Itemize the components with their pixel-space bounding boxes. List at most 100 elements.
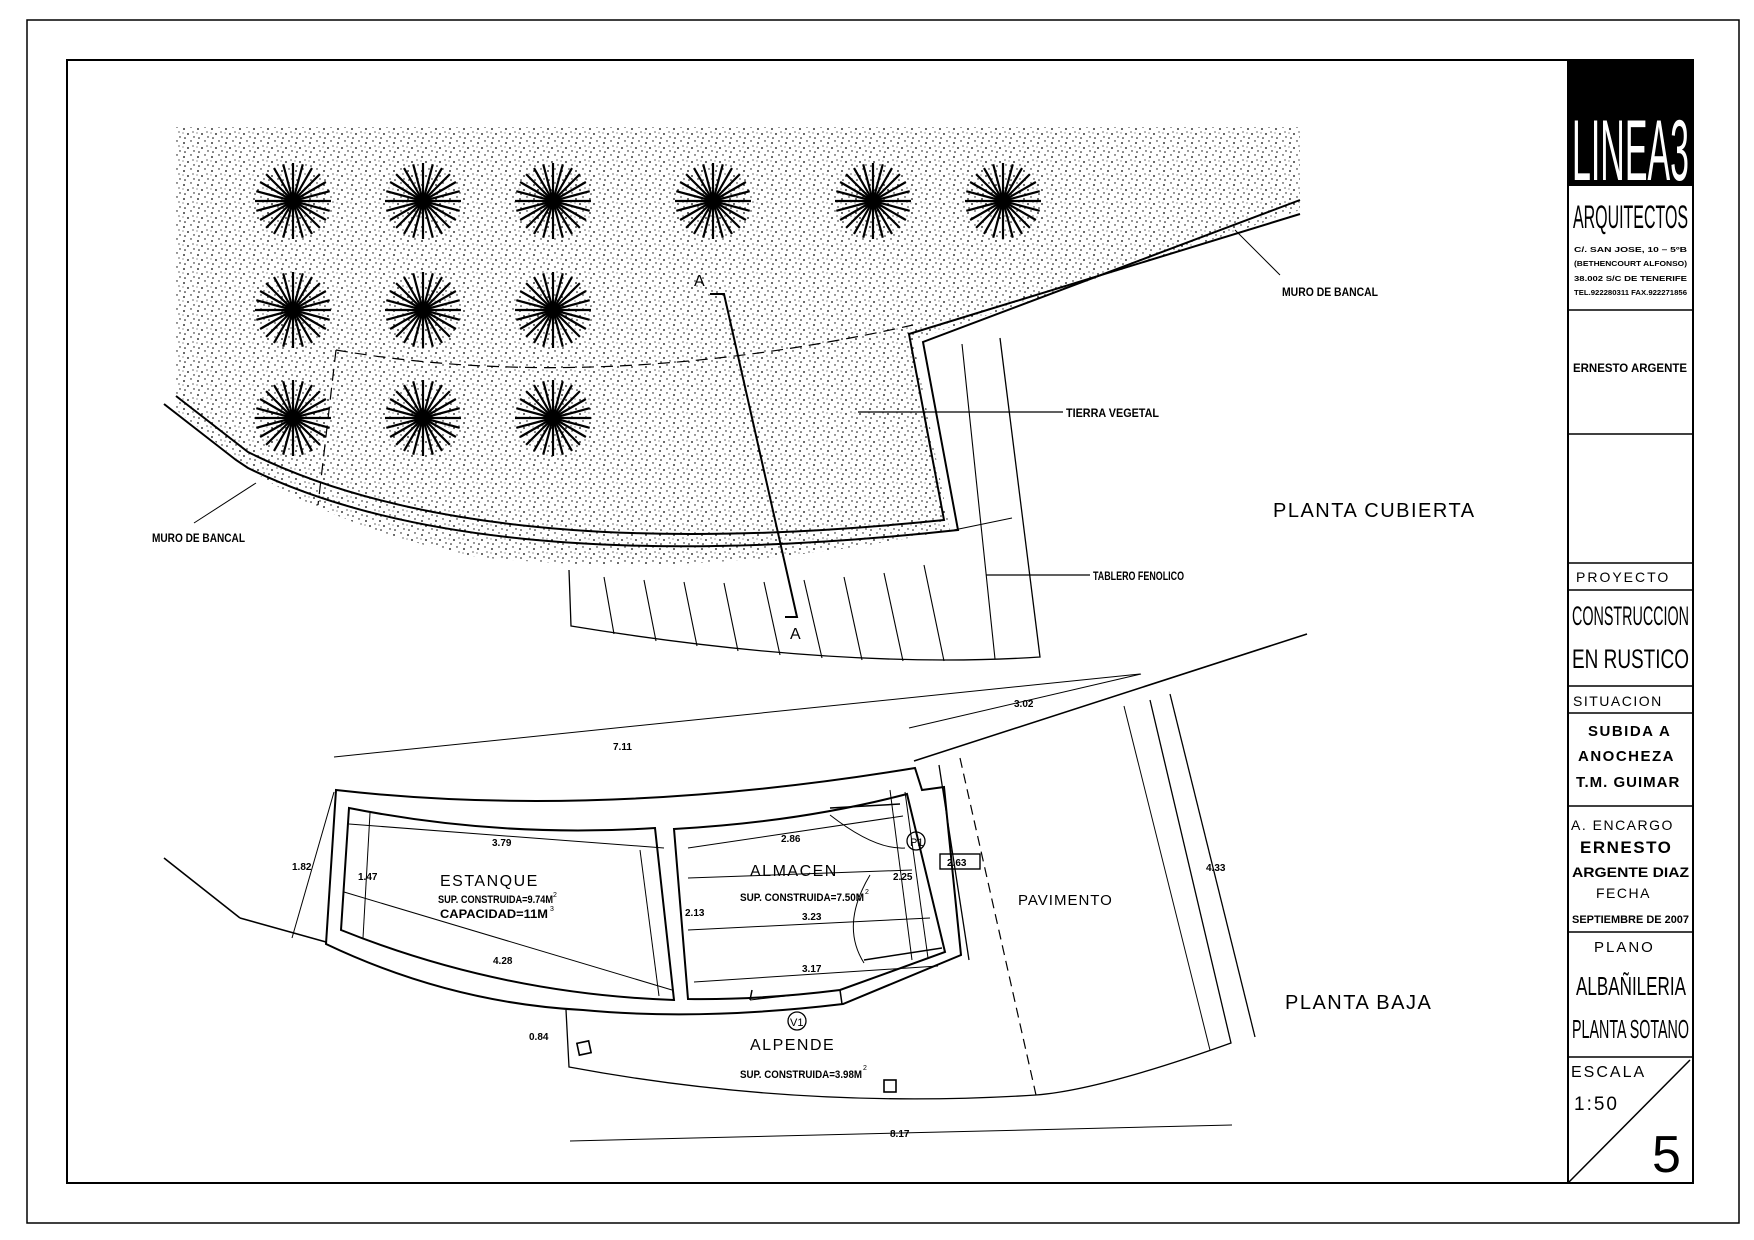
- palm-tree-icon: [515, 380, 591, 456]
- label-soil: TIERRA VEGETAL: [1066, 406, 1159, 420]
- estanque-name: ESTANQUE: [440, 873, 539, 890]
- dim-084: 0.84: [529, 1032, 549, 1043]
- section-label-top: A: [694, 273, 705, 290]
- architect-name: ERNESTO ARGENTE: [1573, 361, 1687, 375]
- outer-frame: [26, 19, 1740, 1224]
- dim-428: 4.28: [493, 956, 513, 967]
- palm-tree-icon: [385, 380, 461, 456]
- dim-317: 3.17: [802, 964, 822, 975]
- dim-box-263: [939, 853, 981, 870]
- sheet-number: 5: [1652, 1126, 1681, 1184]
- palm-tree-icon: [255, 272, 331, 348]
- almacen-area: SUP. CONSTRUIDA=7.50M: [740, 892, 864, 904]
- address-line-1: C/. SAN JOSE, 10 – 5ºB: [1574, 247, 1687, 254]
- ground-plan: [163, 633, 1308, 1142]
- dim-225: 2.25: [893, 872, 913, 883]
- dashed-line: [317, 349, 337, 506]
- window-tag-circle: [787, 1011, 807, 1031]
- estanque-inner: [339, 806, 676, 1002]
- roof-wall-outer: [163, 199, 1301, 548]
- address-line-2: (BETHENCOURT ALFONSO): [1574, 261, 1687, 268]
- palm-tree-icon: [515, 272, 591, 348]
- estanque-area: SUP. CONSTRUIDA=9.74M: [438, 894, 553, 906]
- leader-wall-left: [193, 482, 257, 524]
- palm-tree-icon: [965, 163, 1041, 239]
- dim-302: 3.02: [1014, 699, 1034, 710]
- title-block: LINEA3 ARQUITECTOS C/. SAN JOSE, 10 – 5º…: [1567, 59, 1694, 1184]
- roof-plan: A A MURO DE BANCAL MURO DE BANCAL TIERRA…: [152, 127, 1476, 662]
- encargo-label: A. ENCARGO: [1571, 817, 1674, 833]
- plano-line-2: PLANTA SOTANO: [1572, 1014, 1689, 1044]
- proyecto-line-1: CONSTRUCCION: [1572, 601, 1689, 631]
- svg-text:2: 2: [863, 1065, 867, 1072]
- leader-wall-right: [1234, 229, 1281, 276]
- escala-value: 1:50: [1574, 1094, 1619, 1115]
- escala-diagonal: [1567, 1059, 1691, 1184]
- situacion-label: SITUACION: [1573, 693, 1663, 709]
- escala-label: ESCALA: [1571, 1064, 1646, 1081]
- door-swing-top: [829, 814, 906, 849]
- dim-379: 3.79: [492, 838, 512, 849]
- section-label-bottom: A: [790, 626, 801, 643]
- estanque-capacity: CAPACIDAD=11M: [440, 907, 548, 921]
- terrain-right: [913, 633, 1308, 762]
- board-outline: [568, 337, 1041, 661]
- dim-323: 3.23: [802, 912, 822, 923]
- situacion-line-3: T.M. GUIMAR: [1576, 774, 1680, 791]
- svg-text:2: 2: [553, 892, 557, 899]
- alpende-outline: [565, 1009, 1037, 1100]
- palm-tree-icon: [385, 272, 461, 348]
- dim-433: 4.33: [1206, 863, 1226, 874]
- trees: [255, 163, 1041, 456]
- palm-tree-icon: [385, 163, 461, 239]
- palm-tree-icon: [835, 163, 911, 239]
- fecha-label: FECHA: [1596, 885, 1651, 901]
- door-tag-circle: [906, 831, 926, 851]
- dim-182: 1.82: [292, 862, 312, 873]
- proyecto-label: PROYECTO: [1576, 569, 1670, 585]
- logo-main: LINEA3: [1572, 103, 1689, 199]
- address-line-3: 38.002 S/C DE TENERIFE: [1574, 276, 1687, 283]
- palm-tree-icon: [255, 163, 331, 239]
- dim-213: 2.13: [685, 908, 705, 919]
- logo-sub: ARQUITECTOS: [1573, 199, 1688, 235]
- window-tag: V1: [790, 1017, 803, 1029]
- pavimento-label: PAVIMENTO: [1018, 892, 1113, 909]
- palm-tree-icon: [515, 163, 591, 239]
- fecha-value: SEPTIEMBRE DE 2007: [1572, 914, 1689, 926]
- label-board: TABLERO FENOLICO: [1093, 569, 1184, 583]
- plano-line-1: ALBAÑILERIA: [1576, 971, 1686, 1001]
- terrain-left: [163, 857, 241, 919]
- dim-147: 1.47: [358, 872, 378, 883]
- label-wall-right: MURO DE BANCAL: [1282, 285, 1378, 299]
- situacion-line-1: SUBIDA A: [1588, 723, 1671, 740]
- pavimento-outline: [938, 699, 1232, 1096]
- logo-box: [1568, 60, 1693, 186]
- roof-wall-inner: [175, 213, 1301, 536]
- door-swing-bottom: [852, 874, 871, 964]
- roof-plan-title: PLANTA CUBIERTA: [1273, 500, 1476, 522]
- pavimento-dashed: [959, 757, 1037, 1096]
- ground-plan-title: PLANTA BAJA: [1285, 992, 1432, 1014]
- address-line-4: TEL.922280311 FAX.922271856: [1574, 290, 1687, 297]
- encargo-line-2: ARGENTE DIAZ: [1572, 864, 1689, 880]
- building-outer: [324, 766, 963, 1016]
- almacen-inner: [672, 792, 947, 1001]
- ground-plan-text: ESTANQUE SUP. CONSTRUIDA=9.74M 2 CAPACID…: [292, 699, 1432, 1140]
- dashed-arc: [335, 324, 914, 369]
- alpende-area: SUP. CONSTRUIDA=3.98M: [740, 1069, 862, 1081]
- pillar-1: [575, 1039, 593, 1057]
- terrain-left-2: [239, 917, 327, 943]
- plano-label: PLANO: [1594, 939, 1655, 956]
- section-line: [710, 293, 799, 618]
- door-tag: P1: [910, 837, 923, 849]
- pillar-2: [883, 1079, 897, 1093]
- palm-tree-icon: [675, 163, 751, 239]
- palm-tree-icon: [255, 380, 331, 456]
- alpende-name: ALPENDE: [750, 1037, 835, 1054]
- dim-286: 2.86: [781, 834, 801, 845]
- label-wall-left: MURO DE BANCAL: [152, 531, 245, 545]
- dim-263: 2.63: [947, 858, 967, 869]
- encargo-line-1: ERNESTO: [1580, 838, 1672, 857]
